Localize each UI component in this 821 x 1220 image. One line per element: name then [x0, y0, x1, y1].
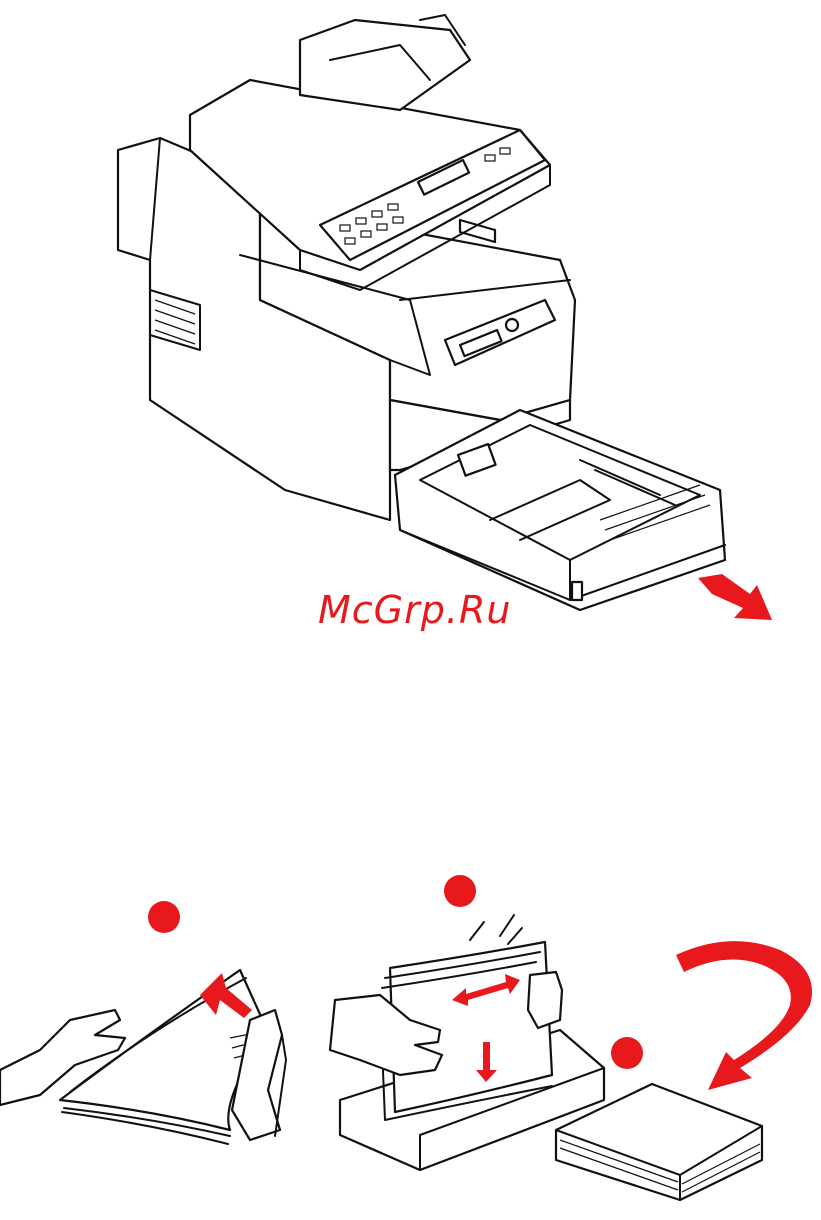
pull-direction-arrow	[698, 574, 772, 620]
step-marker-1	[148, 901, 180, 933]
watermark-text: McGrp.Ru	[318, 588, 511, 632]
paper-handling-illustration	[0, 860, 821, 1220]
step-marker-3	[611, 1037, 643, 1069]
rotate-arrow	[676, 941, 812, 1090]
adf-tray	[300, 20, 470, 110]
step-marker-2	[444, 875, 476, 907]
printer-tray-illustration	[100, 0, 780, 640]
